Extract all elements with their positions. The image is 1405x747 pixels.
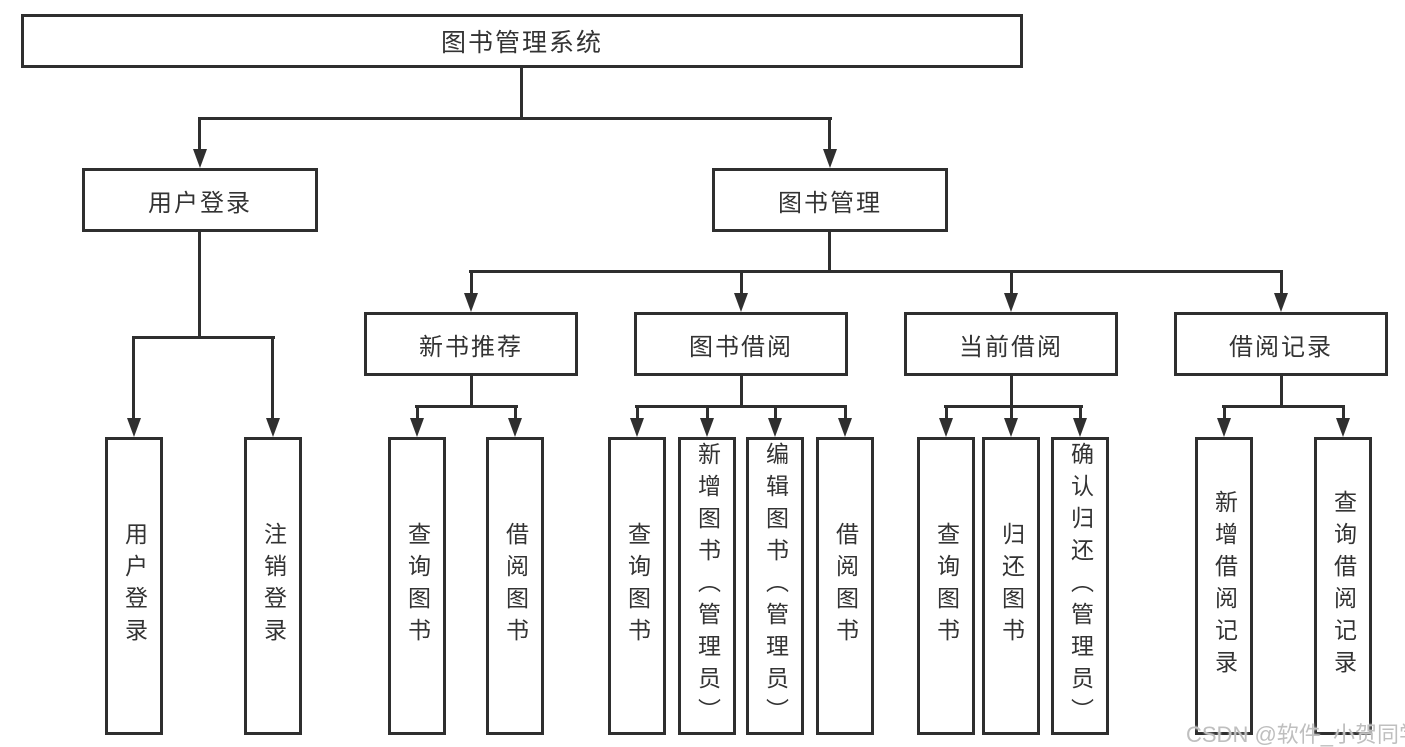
leaf-bb-edit-book-admin-label: 编辑图书（管理员）	[762, 442, 789, 730]
connector-hline	[944, 405, 1083, 408]
node-current-borrowing: 当前借阅	[904, 312, 1118, 376]
connector-vline	[514, 405, 517, 420]
connector-vline	[470, 374, 473, 407]
watermark: CSDN @软件_小贺同学	[1186, 722, 1405, 747]
connector-vline	[198, 117, 201, 149]
connector-vline	[1010, 374, 1013, 407]
arrow-down-icon	[630, 418, 644, 437]
leaf-logout-label: 注销登录	[260, 522, 287, 650]
leaf-cb-confirm-return-admin-label: 确认归还（管理员）	[1067, 442, 1094, 730]
connector-vline	[520, 68, 523, 119]
leaf-cb-confirm-return-admin: 确认归还（管理员）	[1051, 437, 1109, 735]
arrow-down-icon	[464, 293, 478, 312]
connector-vline	[706, 405, 709, 420]
connector-vline	[1010, 270, 1013, 295]
node-borrowing-records: 借阅记录	[1174, 312, 1388, 376]
node-root: 图书管理系统	[21, 14, 1023, 68]
connector-vline	[1010, 405, 1013, 420]
connector-vline	[774, 405, 777, 420]
node-book-borrowing: 图书借阅	[634, 312, 848, 376]
connector-vline	[1342, 405, 1345, 420]
arrow-down-icon	[1004, 418, 1018, 437]
arrow-down-icon	[1004, 293, 1018, 312]
arrow-down-icon	[1073, 418, 1087, 437]
node-borrowing-records-label: 借阅记录	[1229, 333, 1333, 361]
connector-hline	[132, 336, 275, 339]
arrow-down-icon	[127, 418, 141, 437]
connector-hline	[198, 117, 832, 120]
node-new-book-recommendation-label: 新书推荐	[419, 333, 523, 361]
node-user-login-label: 用户登录	[148, 189, 252, 217]
node-user-login: 用户登录	[82, 168, 318, 232]
leaf-user-login-label: 用户登录	[121, 522, 148, 650]
leaf-br-query-record-label: 查询借阅记录	[1330, 490, 1357, 682]
connector-vline	[828, 231, 831, 273]
leaf-bb-borrow-books-label: 借阅图书	[832, 522, 859, 650]
connector-vline	[1223, 405, 1226, 420]
leaf-bb-add-book-admin-label: 新增图书（管理员）	[694, 442, 721, 730]
connector-vline	[271, 336, 274, 419]
connector-hline	[469, 270, 1283, 273]
leaf-cb-query-books: 查询图书	[917, 437, 975, 735]
node-new-book-recommendation: 新书推荐	[364, 312, 578, 376]
connector-vline	[132, 336, 135, 419]
node-book-management: 图书管理	[712, 168, 948, 232]
leaf-nbr-borrow-books: 借阅图书	[486, 437, 544, 735]
connector-vline	[198, 231, 201, 338]
node-book-borrowing-label: 图书借阅	[689, 333, 793, 361]
leaf-bb-borrow-books: 借阅图书	[816, 437, 874, 735]
leaf-user-login: 用户登录	[105, 437, 163, 735]
leaf-nbr-borrow-books-label: 借阅图书	[502, 522, 529, 650]
connector-vline	[740, 270, 743, 295]
leaf-br-add-record-label: 新增借阅记录	[1211, 490, 1238, 682]
connector-hline	[1222, 405, 1345, 408]
arrow-down-icon	[1217, 418, 1231, 437]
connector-vline	[844, 405, 847, 420]
leaf-bb-edit-book-admin: 编辑图书（管理员）	[746, 437, 804, 735]
arrow-down-icon	[508, 418, 522, 437]
connector-hline	[635, 405, 847, 408]
arrow-down-icon	[1336, 418, 1350, 437]
connector-vline	[636, 405, 639, 420]
node-root-label: 图书管理系统	[440, 29, 603, 57]
leaf-cb-return-books-label: 归还图书	[998, 522, 1025, 650]
leaf-logout: 注销登录	[244, 437, 302, 735]
leaf-bb-query-books-label: 查询图书	[624, 522, 651, 650]
leaf-nbr-query-books: 查询图书	[388, 437, 446, 735]
connector-vline	[416, 405, 419, 420]
connector-vline	[1079, 405, 1082, 420]
connector-vline	[1280, 374, 1283, 407]
leaf-br-add-record: 新增借阅记录	[1195, 437, 1253, 735]
leaf-nbr-query-books-label: 查询图书	[404, 522, 431, 650]
arrow-down-icon	[939, 418, 953, 437]
leaf-br-query-record: 查询借阅记录	[1314, 437, 1372, 735]
arrow-down-icon	[193, 149, 207, 168]
arrow-down-icon	[768, 418, 782, 437]
connector-vline	[470, 270, 473, 295]
arrow-down-icon	[700, 418, 714, 437]
leaf-cb-query-books-label: 查询图书	[933, 522, 960, 650]
connector-vline	[945, 405, 948, 420]
leaf-bb-query-books: 查询图书	[608, 437, 666, 735]
arrow-down-icon	[266, 418, 280, 437]
node-book-management-label: 图书管理	[778, 189, 882, 217]
arrow-down-icon	[823, 149, 837, 168]
connector-hline	[415, 405, 518, 408]
connector-vline	[1280, 270, 1283, 295]
node-current-borrowing-label: 当前借阅	[959, 333, 1063, 361]
arrow-down-icon	[410, 418, 424, 437]
connector-vline	[740, 374, 743, 407]
leaf-bb-add-book-admin: 新增图书（管理员）	[678, 437, 736, 735]
arrow-down-icon	[734, 293, 748, 312]
connector-vline	[828, 117, 831, 149]
arrow-down-icon	[838, 418, 852, 437]
arrow-down-icon	[1274, 293, 1288, 312]
leaf-cb-return-books: 归还图书	[982, 437, 1040, 735]
